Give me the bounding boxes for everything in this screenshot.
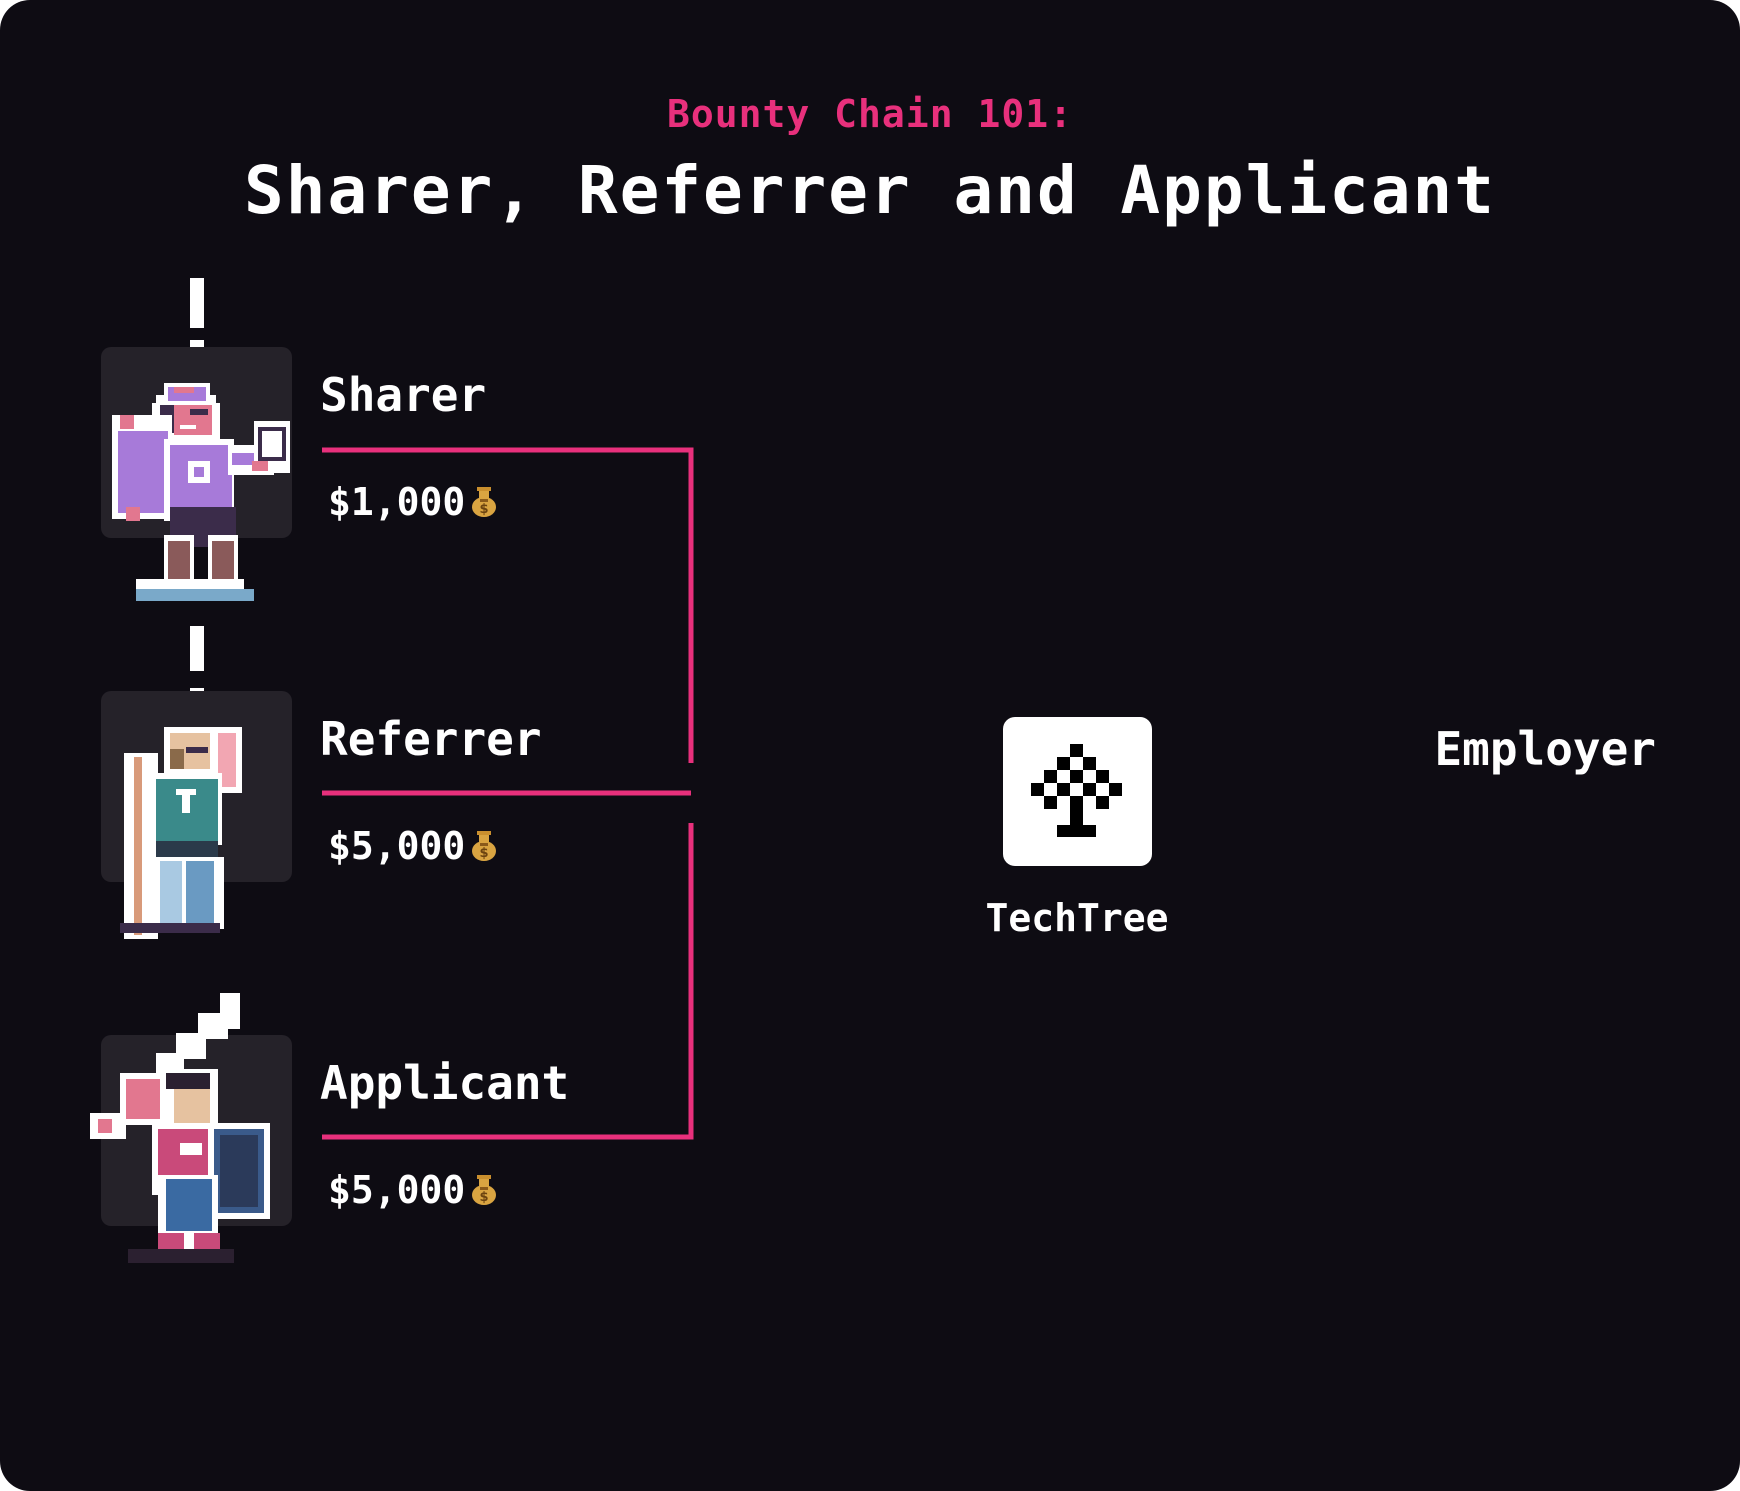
svg-text:$: $ — [480, 1190, 489, 1205]
sharer-amount: $1,000 $ — [328, 480, 497, 524]
referrer-amount-value: $5,000 — [328, 824, 466, 868]
referrer-label: Referrer — [320, 712, 542, 766]
sharer-label: Sharer — [320, 368, 487, 422]
pixel-tree-icon — [1031, 744, 1122, 837]
applicant-character-icon — [90, 993, 270, 1263]
applicant-label: Applicant — [320, 1056, 570, 1110]
referrer-character-icon — [120, 727, 242, 939]
diagram-kicker: Bounty Chain 101: — [667, 92, 1073, 136]
employer-label: Employer — [1434, 722, 1656, 776]
applicant-amount-value: $5,000 — [328, 1168, 466, 1212]
referrer-amount: $5,000 $ — [328, 824, 497, 868]
sharer-connector — [322, 447, 694, 763]
svg-text:$: $ — [480, 502, 489, 517]
diagram-title: Sharer, Referrer and Applicant — [243, 152, 1497, 229]
sharer-character-icon — [112, 383, 290, 601]
money-bag-icon: $ — [472, 487, 497, 517]
sharer-amount-value: $1,000 — [328, 480, 466, 524]
techtree-node — [1003, 717, 1152, 866]
techtree-label: TechTree — [985, 896, 1169, 940]
applicant-connector — [322, 823, 694, 1140]
svg-text:$: $ — [480, 846, 489, 861]
applicant-amount: $5,000 $ — [328, 1168, 497, 1212]
chain-dash — [190, 626, 204, 671]
money-bag-icon: $ — [472, 1175, 497, 1205]
money-bag-icon: $ — [472, 831, 497, 861]
chain-dash — [190, 278, 204, 328]
